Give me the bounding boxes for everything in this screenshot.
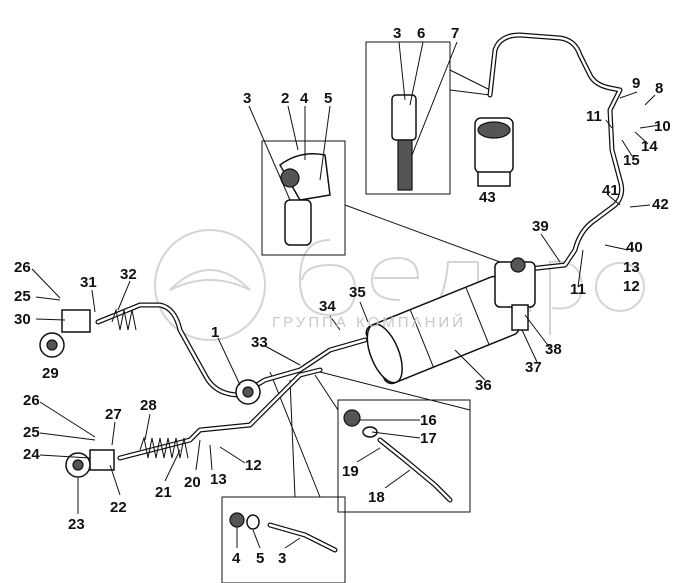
label: 11 [570,281,586,298]
label: 31 [80,274,97,291]
label: 3 [393,25,401,42]
pipes [95,32,625,461]
label: 41 [602,182,619,199]
label: 1 [211,324,219,341]
label: 32 [120,266,137,283]
label: 42 [652,196,669,213]
label: 12 [623,278,640,295]
label: 30 [14,311,31,328]
label: 15 [623,152,640,169]
label: 34 [319,298,336,315]
brake-chamber-upper [39,309,91,358]
label: 40 [626,239,643,256]
label: 6 [417,25,425,42]
brake-chamber-lower [65,449,115,478]
label: 3 [278,550,286,567]
label: 24 [23,446,40,463]
label: 5 [324,90,332,107]
label: 36 [475,377,492,394]
label: 22 [110,499,127,516]
valve-assembly [494,257,536,331]
label: 21 [155,484,172,501]
label: 23 [68,516,85,533]
label: 11 [586,108,602,125]
label: 39 [532,218,549,235]
label: 20 [184,474,201,491]
label: 29 [42,365,59,382]
labels-upper-left: 26 31 32 25 30 29 [14,259,137,382]
label: 25 [23,424,40,441]
label: 3 [243,90,251,107]
detail-box-top [365,41,451,195]
labels-left-box: 3 2 4 5 [243,90,332,107]
labels-center: 34 35 1 33 38 37 36 [211,284,562,394]
label: 13 [623,259,640,276]
label: 35 [349,284,366,301]
label: 18 [368,489,385,506]
label: 43 [479,189,496,206]
label: 38 [545,341,562,358]
air-tank [365,275,520,385]
label: 26 [23,392,40,409]
label: 9 [632,75,640,92]
hose-coupling-detail [343,409,453,503]
tee-fitting [235,379,261,405]
label: 4 [232,550,241,567]
fitting-left-box [279,153,331,246]
label: 33 [251,334,268,351]
labels-bottom-box: 4 5 3 [232,550,286,567]
label: 4 [300,90,309,107]
watermark-subtitle: ГРУППА КОМПАНИЙ [272,313,466,331]
labels-right-group: 9 8 11 10 14 15 43 41 42 39 40 13 12 11 [479,75,671,298]
spring-guards [111,308,189,459]
label: 25 [14,288,31,305]
label: 37 [525,359,542,376]
label: 10 [654,118,671,135]
label: 16 [420,412,437,429]
label: 28 [140,397,157,414]
label: 13 [210,471,227,488]
label: 7 [451,25,459,42]
fitting-top-box [391,94,417,191]
leader-lines [31,41,661,549]
label: 17 [420,430,437,447]
labels-lower-right-box: 16 17 19 18 [342,412,437,506]
detail-box-bottom [221,496,346,583]
label: 26 [14,259,31,276]
labels-lower-left: 26 25 27 28 24 20 13 12 21 22 23 [23,392,262,533]
nipple-detail [229,512,338,553]
detail-box-left [261,140,346,256]
labels-top-box: 3 6 7 [393,25,459,42]
label: 19 [342,463,359,480]
label: 27 [105,406,122,423]
label: 2 [281,90,289,107]
label: 14 [641,138,658,155]
detail-box-lower-right [337,399,471,513]
label: 12 [245,457,262,474]
label: 8 [655,80,663,97]
label: 5 [256,550,264,567]
brake-valve-43 [474,117,514,187]
